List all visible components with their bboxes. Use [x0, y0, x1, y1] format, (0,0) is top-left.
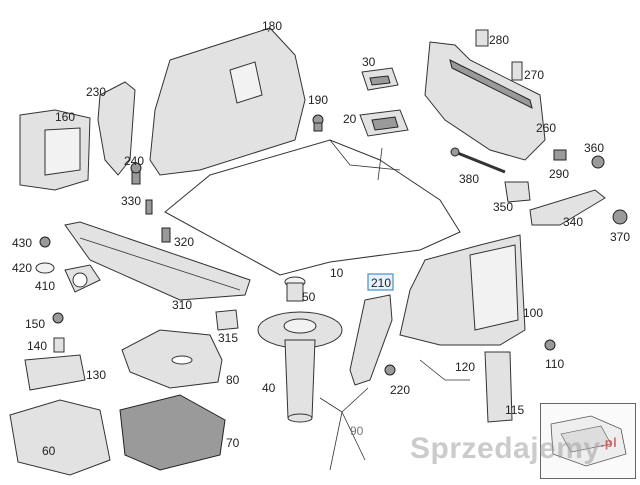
part-330-screw	[145, 199, 153, 215]
part-90-wrench	[319, 387, 369, 471]
label-330[interactable]: 330	[121, 194, 141, 208]
label-160[interactable]: 160	[55, 110, 75, 124]
label-140[interactable]: 140	[27, 339, 47, 353]
label-100[interactable]: 100	[523, 306, 543, 320]
part-60-box	[9, 399, 111, 476]
label-115[interactable]: 115	[505, 403, 524, 417]
label-210[interactable]: 210	[371, 276, 391, 290]
part-50-plug	[284, 276, 306, 302]
label-90[interactable]: 90	[350, 424, 364, 438]
label-130[interactable]: 130	[86, 368, 106, 382]
part-320-clip	[161, 227, 171, 243]
part-220-screw	[384, 364, 396, 376]
part-370-nut	[612, 209, 628, 225]
part-210-trim-piece	[349, 294, 393, 386]
part-315-clip	[215, 309, 239, 331]
label-360[interactable]: 360	[584, 141, 604, 155]
label-50[interactable]: 50	[302, 290, 316, 304]
label-420[interactable]: 420	[12, 261, 32, 275]
label-270[interactable]: 270	[524, 68, 544, 82]
label-310[interactable]: 310	[172, 298, 192, 312]
part-380-rod	[450, 147, 506, 174]
part-360-nut	[591, 155, 605, 169]
label-30[interactable]: 30	[362, 55, 376, 69]
label-290[interactable]: 290	[549, 167, 569, 181]
label-240[interactable]: 240	[124, 154, 144, 168]
label-10[interactable]: 10	[330, 266, 344, 280]
part-180-side-panel	[149, 27, 306, 176]
part-270-clip	[511, 61, 523, 81]
label-20[interactable]: 20	[343, 112, 357, 126]
part-30-tray	[361, 67, 399, 91]
label-110[interactable]: 110	[545, 357, 564, 371]
part-350-block	[504, 181, 531, 203]
label-layer: 180 230 160 240 190 30 20 280 270 260 36…	[12, 19, 630, 458]
label-410[interactable]: 410	[35, 279, 55, 293]
part-40-holder	[257, 311, 343, 423]
label-180[interactable]: 180	[262, 19, 282, 33]
label-60[interactable]: 60	[42, 444, 56, 458]
label-190[interactable]: 190	[308, 93, 328, 107]
part-10-floor-mat	[164, 139, 461, 276]
label-350[interactable]: 350	[493, 200, 513, 214]
part-420-washer	[35, 262, 55, 274]
part-115-panel	[484, 351, 513, 423]
part-280-clip	[475, 29, 489, 47]
part-430-screw	[39, 236, 51, 248]
overview-thumbnail	[540, 403, 636, 479]
part-260-side-panel	[424, 41, 546, 161]
overview-thumbnail-drawing	[550, 415, 627, 467]
part-80-cover	[121, 329, 223, 389]
label-150[interactable]: 150	[25, 317, 45, 331]
part-160-storage-box	[19, 109, 91, 191]
part-150-screw	[52, 312, 64, 324]
part-20-tray	[359, 109, 409, 137]
part-130-bracket	[24, 354, 86, 391]
label-380[interactable]: 380	[459, 172, 479, 186]
part-310-sill-trim	[64, 221, 251, 301]
part-140-clip	[53, 337, 65, 353]
part-120-line	[419, 359, 470, 381]
part-290-clip	[553, 149, 567, 161]
label-120[interactable]: 120	[455, 360, 475, 374]
label-370[interactable]: 370	[610, 230, 630, 244]
part-100-side-trim	[399, 234, 526, 346]
watermark-text: Sprzedajemy	[410, 432, 601, 465]
part-110-screw	[544, 339, 556, 351]
label-280[interactable]: 280	[489, 33, 509, 47]
label-320[interactable]: 320	[174, 235, 194, 249]
watermark-suffix: .pl	[600, 435, 618, 450]
part-230-bracket	[97, 81, 136, 176]
label-80[interactable]: 80	[226, 373, 240, 387]
highlight-box-210	[367, 273, 394, 291]
part-190-clip	[312, 114, 324, 132]
label-430[interactable]: 430	[12, 236, 32, 250]
label-40[interactable]: 40	[262, 381, 276, 395]
part-340-bracket	[529, 189, 606, 226]
watermark-logo: Sprzedajemy.pl	[410, 432, 617, 466]
label-70[interactable]: 70	[226, 436, 240, 450]
label-340[interactable]: 340	[563, 215, 583, 229]
label-260[interactable]: 260	[536, 121, 556, 135]
part-410-tie-down-ring	[64, 264, 101, 293]
label-230[interactable]: 230	[86, 85, 106, 99]
label-220[interactable]: 220	[390, 383, 410, 397]
part-240-clip	[130, 162, 142, 185]
label-315[interactable]: 315	[218, 331, 238, 345]
part-70-unit	[119, 394, 226, 471]
